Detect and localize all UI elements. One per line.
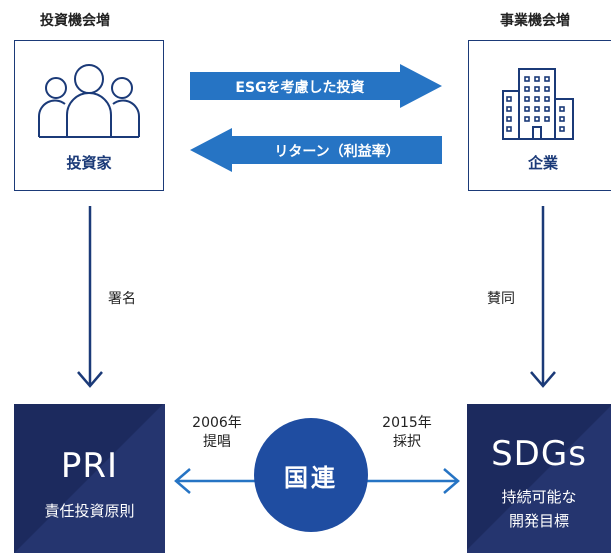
people-group-icon	[37, 63, 141, 143]
sdgs-box: SDGs 持続可能な 開発目標	[467, 404, 611, 553]
esg-investment-arrow	[190, 64, 442, 108]
endorse-down-arrow	[530, 206, 556, 388]
return-arrow	[190, 128, 442, 172]
business-opportunity-label: 事業機会増	[500, 13, 570, 29]
year-2015-action: 採択	[393, 434, 421, 450]
company-box: 企業	[468, 40, 611, 191]
sdgs-subtitle-1: 持続可能な	[501, 488, 577, 506]
sdgs-subtitle-2: 開発目標	[508, 512, 569, 530]
year-2006-action: 提唱	[203, 434, 231, 450]
year-2006: 2006年	[192, 415, 242, 431]
investor-opportunity-label: 投資機会増	[40, 13, 110, 29]
endorse-label: 賛同	[487, 291, 515, 307]
year-2015-block: 2015年 採択	[372, 414, 442, 452]
year-2006-block: 2006年 提唱	[182, 414, 252, 452]
pri-box: PRI 責任投資原則	[14, 404, 165, 553]
signature-label: 署名	[108, 291, 136, 307]
office-building-icon	[499, 63, 579, 147]
company-label: 企業	[527, 154, 558, 172]
investor-label: 投資家	[66, 154, 112, 172]
year-2015: 2015年	[382, 415, 432, 431]
signature-down-arrow	[77, 206, 103, 388]
un-label: 国連	[284, 463, 338, 492]
pri-subtitle: 責任投資原則	[44, 502, 135, 520]
sdgs-title: SDGs	[491, 434, 587, 474]
pri-title: PRI	[60, 446, 119, 486]
esg-investment-label: ESGを考慮した投資	[235, 80, 365, 96]
return-label: リターン（利益率）	[274, 144, 400, 160]
un-circle: 国連	[254, 418, 368, 532]
investor-box: 投資家	[14, 40, 164, 191]
